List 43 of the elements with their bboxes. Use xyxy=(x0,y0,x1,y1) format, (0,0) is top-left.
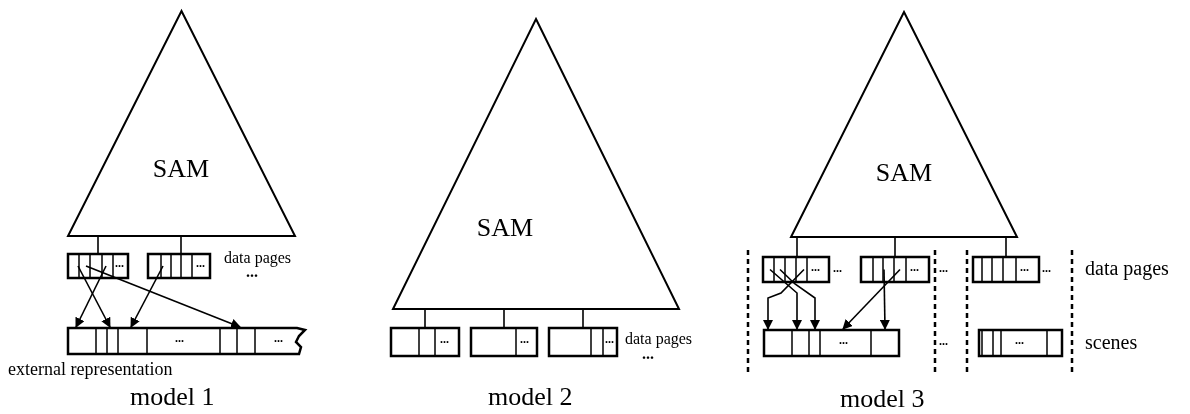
arrow xyxy=(769,268,802,330)
ellipsis-text: ... xyxy=(274,332,283,344)
figure-caption: model 2 xyxy=(488,384,573,410)
ellipsis-text: ... xyxy=(115,257,124,269)
arrow xyxy=(85,265,241,329)
ellipsis-text: ... xyxy=(642,346,654,362)
ellipsis-text: ... xyxy=(175,332,184,344)
connector-line xyxy=(97,235,99,254)
connector-line xyxy=(424,308,426,328)
tree-label: SAM xyxy=(476,215,534,241)
ellipsis-text: ... xyxy=(1020,260,1029,273)
ellipsis-text: ... xyxy=(811,260,820,273)
row-label: data pages xyxy=(1085,258,1169,278)
connector-line xyxy=(582,308,584,328)
connector-line xyxy=(180,235,182,254)
connector-line xyxy=(796,236,798,257)
ellipsis-text: ... xyxy=(1042,262,1051,274)
tree-label: SAM xyxy=(152,156,210,182)
ellipsis-text: ... xyxy=(440,333,449,345)
row-label: data pages xyxy=(224,250,292,266)
connector-line xyxy=(894,236,896,257)
arrow xyxy=(779,268,820,330)
ellipsis-text: ... xyxy=(833,262,842,274)
arrow xyxy=(130,265,164,328)
ellipsis-text: ... xyxy=(1015,334,1024,346)
caption-text: external representation xyxy=(8,360,173,378)
tree-label: SAM xyxy=(875,160,933,186)
ellipsis-text: ... xyxy=(196,257,205,269)
ellipsis-text: ... xyxy=(520,333,529,345)
ellipsis-text: ... xyxy=(939,335,948,347)
figure-caption: model 1 xyxy=(130,384,215,410)
arrow xyxy=(763,268,805,330)
ellipsis-text: ... xyxy=(939,262,948,274)
ellipsis-text: ... xyxy=(910,260,919,273)
ellipsis-text: ... xyxy=(605,333,614,345)
connector-line xyxy=(1005,236,1007,257)
arrow xyxy=(879,268,890,330)
row-label: scenes xyxy=(1085,332,1138,352)
row-label: data pages xyxy=(625,331,693,347)
connector-line xyxy=(503,308,505,328)
ellipsis-text: ... xyxy=(839,334,848,346)
figure-caption: model 3 xyxy=(840,386,925,412)
arrow xyxy=(842,268,901,330)
